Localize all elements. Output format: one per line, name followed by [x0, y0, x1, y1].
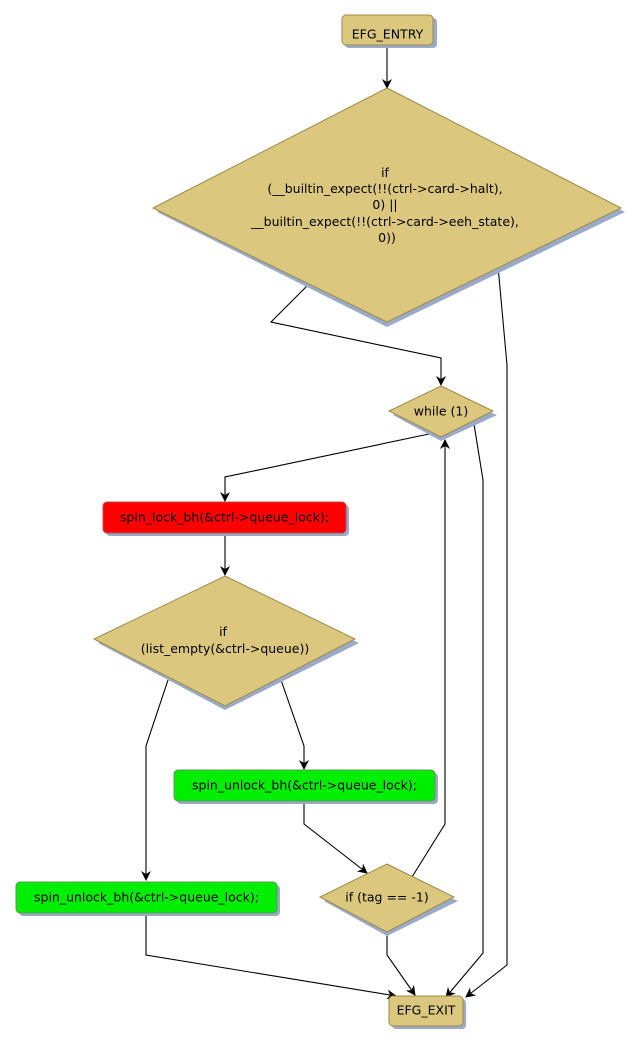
spin-unlock-left-node[interactable]: spin_unlock_bh(&ctrl->queue_lock); [15, 881, 280, 916]
cond1-line-5: 0)) [378, 230, 396, 245]
spin-unlock-left-label: spin_unlock_bh(&ctrl->queue_lock); [34, 890, 259, 905]
condition-halt-eeh-node[interactable]: if (__builtin_expect(!!(ctrl->card->halt… [151, 87, 625, 327]
cond2-line-2: (list_empty(&ctrl->queue)) [141, 641, 310, 656]
edge-unlock-right-to-cond3 [303, 801, 368, 874]
edge-cond1-to-loop [269, 283, 446, 386]
edge-cond3-to-exit [386, 933, 416, 996]
cond1-line-2: (__builtin_expect(!!(ctrl->card->halt), [267, 181, 502, 196]
edge-cond1-to-exit [465, 265, 508, 998]
edge-unlock-left-to-exit [145, 913, 397, 1000]
edge-cond3-to-loop [411, 439, 450, 878]
spin-lock-label: spin_lock_bh(&ctrl->queue_lock); [120, 510, 329, 525]
cond1-line-4: __builtin_expect(!!(ctrl->card->eeh_stat… [250, 214, 519, 229]
edge-loop-to-lock [220, 433, 430, 502]
edge-cond2-to-unlock-left [141, 679, 169, 881]
edge-cond2-to-unlock-right [280, 679, 309, 770]
spin-unlock-right-node[interactable]: spin_unlock_bh(&ctrl->queue_lock); [173, 769, 438, 804]
spin-unlock-right-label: spin_unlock_bh(&ctrl->queue_lock); [192, 778, 417, 793]
cond2-line-1: if [219, 624, 227, 639]
while-loop-label: while (1) [414, 404, 468, 419]
edge-loop-to-exit [445, 423, 484, 998]
cond1-line-1: if [381, 165, 389, 180]
condition-halt-eeh-label: if (__builtin_expect(!!(ctrl->card->halt… [250, 165, 523, 245]
condition-tag-label: if (tag == -1) [345, 890, 428, 905]
entry-node[interactable]: EFG_ENTRY [341, 14, 437, 48]
cond1-line-3: 0) || [372, 197, 397, 212]
entry-label: EFG_ENTRY [352, 27, 424, 42]
condition-list-empty-label: if (list_empty(&ctrl->queue)) [141, 624, 310, 656]
spin-lock-node[interactable]: spin_lock_bh(&ctrl->queue_lock); [102, 501, 349, 536]
exit-node[interactable]: EFG_EXIT [388, 995, 466, 1029]
condition-list-empty-node[interactable]: if (list_empty(&ctrl->queue)) [92, 575, 359, 710]
while-loop-node[interactable]: while (1) [387, 385, 497, 441]
exit-label: EFG_EXIT [397, 1003, 456, 1018]
condition-tag-node[interactable]: if (tag == -1) [318, 863, 458, 936]
